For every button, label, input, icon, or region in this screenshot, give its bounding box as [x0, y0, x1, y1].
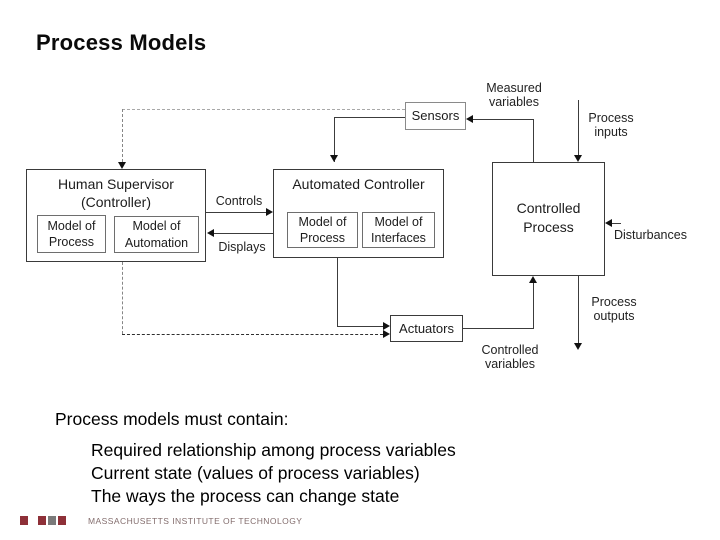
box-model-of-automation: Model of Automation [114, 216, 199, 253]
footer-square-icon [48, 516, 56, 525]
line-displays [214, 233, 273, 234]
footer-institution: MASSACHUSETTS INSTITUTE OF TECHNOLOGY [88, 516, 303, 526]
line-sensors-to-supervisor-vertical [122, 109, 123, 162]
arrow-process-inputs [574, 155, 582, 162]
line-measured-variables-vertical [533, 119, 534, 162]
box-model-of-process-supervisor: Model of Process [37, 215, 106, 253]
label-controls: Controls [215, 194, 263, 208]
arrow-supervisor-into-actuators [383, 330, 390, 338]
footer-square-icon [38, 516, 46, 525]
box-actuators: Actuators [390, 315, 463, 342]
label-disturbances: Disturbances [614, 228, 687, 242]
label-controlled-variables: Controlled variables [481, 343, 539, 372]
line-controls [206, 212, 267, 213]
box-model-of-interfaces: Model of Interfaces [362, 212, 435, 248]
line-controller-to-actuators-vertical [337, 258, 338, 326]
arrow-displays [207, 229, 214, 237]
label-process-outputs: Process outputs [591, 295, 637, 324]
line-actuators-to-process-vertical [533, 282, 534, 328]
line-actuators-to-process-horizontal [463, 328, 534, 329]
line-disturbances [612, 223, 621, 224]
line-process-outputs [578, 276, 579, 344]
footer-square-icon [20, 516, 28, 525]
box-model-of-process-controller: Model of Process [287, 212, 358, 248]
footer-square-icon [58, 516, 66, 525]
line-supervisor-to-actuators-vertical [122, 262, 123, 334]
box-controlled-process-title: Controlled Process [516, 200, 581, 235]
label-measured-variables: Measured variables [486, 81, 542, 110]
line-process-inputs [578, 100, 579, 156]
label-displays: Displays [218, 240, 266, 254]
arrow-into-sensors [466, 115, 473, 123]
line-measured-variables-horizontal [473, 119, 533, 120]
line-sensors-to-controller-vertical [334, 117, 335, 162]
note-item-2: Current state (values of process variabl… [91, 463, 420, 483]
arrow-into-supervisor-top [118, 162, 126, 169]
box-controlled-process: Controlled Process [492, 162, 605, 276]
label-process-inputs: Process inputs [588, 111, 634, 140]
page-title: Process Models [36, 30, 207, 55]
line-controller-to-actuators-horizontal [337, 326, 384, 327]
arrow-into-controller-top [330, 155, 338, 162]
note-item-3: The ways the process can change state [91, 486, 400, 506]
note-item-1: Required relationship among process vari… [91, 440, 456, 460]
line-sensors-to-controller-horizontal [334, 117, 405, 118]
box-sensors: Sensors [405, 102, 466, 130]
arrow-process-outputs [574, 343, 582, 350]
line-sensors-to-supervisor-horizontal [122, 109, 405, 110]
line-supervisor-to-actuators-horizontal [122, 334, 383, 335]
arrow-into-process-bottom [529, 276, 537, 283]
notes-heading: Process models must contain: [55, 409, 289, 429]
box-automated-controller-title: Automated Controller [292, 176, 425, 192]
box-human-supervisor-title: Human Supervisor (Controller) [58, 176, 174, 210]
arrow-controller-into-actuators [383, 322, 390, 330]
arrow-controls [266, 208, 273, 216]
arrow-disturbances [605, 219, 612, 227]
